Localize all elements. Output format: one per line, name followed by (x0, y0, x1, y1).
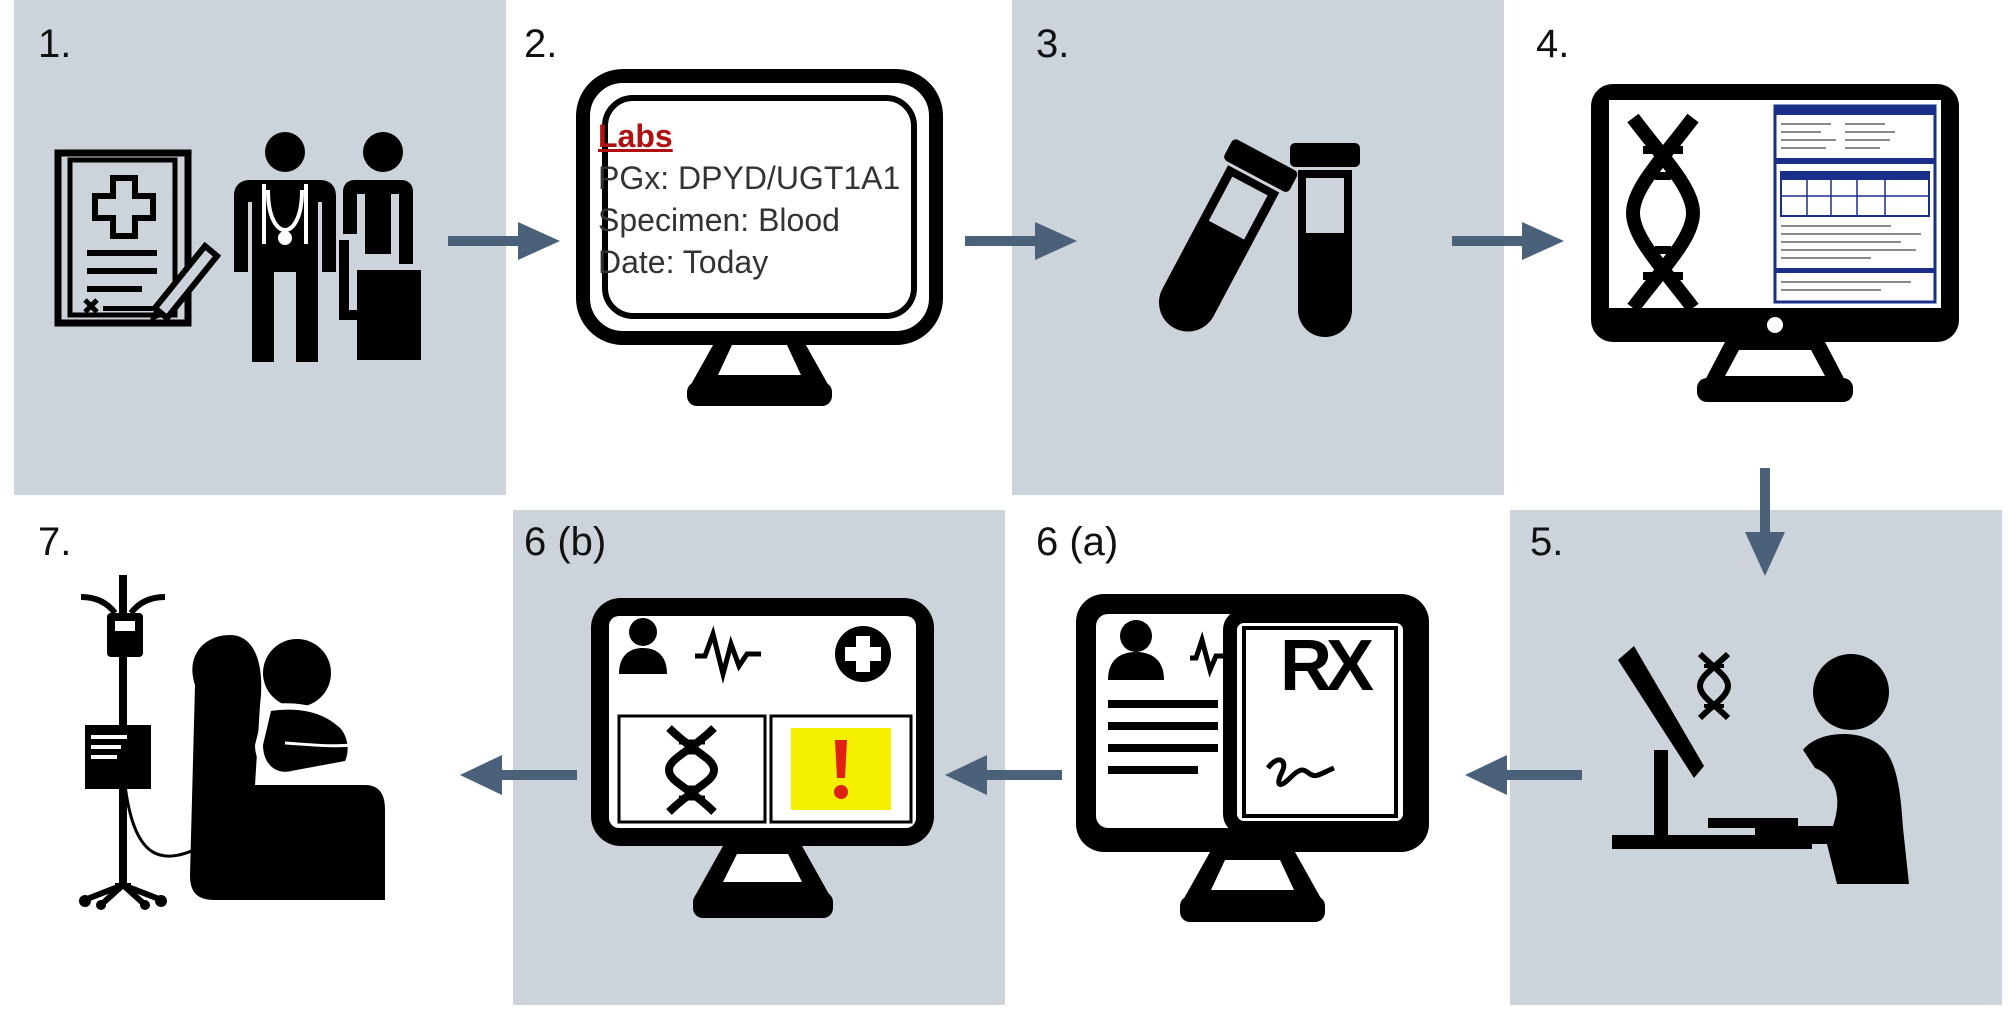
step-label-6b: 6 (b) (524, 520, 607, 564)
dna-report-monitor-icon (1591, 84, 1959, 402)
step-label-6a: 6 (a) (1036, 520, 1119, 564)
labs-pgx-line: PGx: DPYD/UGT1A1 (598, 160, 901, 196)
infusion-chair-icon (79, 575, 397, 910)
analyst-at-computer-icon (1612, 646, 1909, 884)
clinical-decision-alert-monitor-icon (591, 598, 934, 918)
arrow-right-2-icon (965, 222, 1077, 260)
step-label-1: 1. (38, 22, 72, 66)
arrow-down-icon (1745, 468, 1785, 576)
lab-order-monitor-icon (576, 69, 943, 406)
step-label-4: 4. (1536, 22, 1570, 66)
medical-form-icon (54, 149, 222, 327)
seated-patient-icon (339, 132, 421, 360)
panel-step-3 (1012, 0, 1504, 495)
labs-date-line: Date: Today (598, 244, 769, 280)
prescription-monitor-icon (1076, 594, 1429, 922)
doctor-icon (234, 132, 336, 362)
step-label-5: 5. (1530, 520, 1564, 564)
step-label-3: 3. (1036, 22, 1070, 66)
arrow-right-1-icon (448, 222, 560, 260)
arrow-left-2-icon (945, 755, 1062, 795)
arrow-left-1-icon (1465, 755, 1582, 795)
arrow-left-3-icon (460, 755, 577, 795)
arrow-right-3-icon (1452, 222, 1564, 260)
step-label-7: 7. (38, 520, 72, 564)
rx-symbol: RX (1280, 626, 1374, 706)
step-label-2: 2. (524, 22, 558, 66)
panel-step-5 (1510, 510, 2002, 1005)
labs-specimen-line: Specimen: Blood (598, 202, 840, 238)
lab-order-text: Labs PGx: DPYD/UGT1A1 Specimen: Blood Da… (598, 115, 900, 283)
test-tubes-icon (1158, 139, 1360, 337)
labs-title: Labs (598, 118, 673, 154)
